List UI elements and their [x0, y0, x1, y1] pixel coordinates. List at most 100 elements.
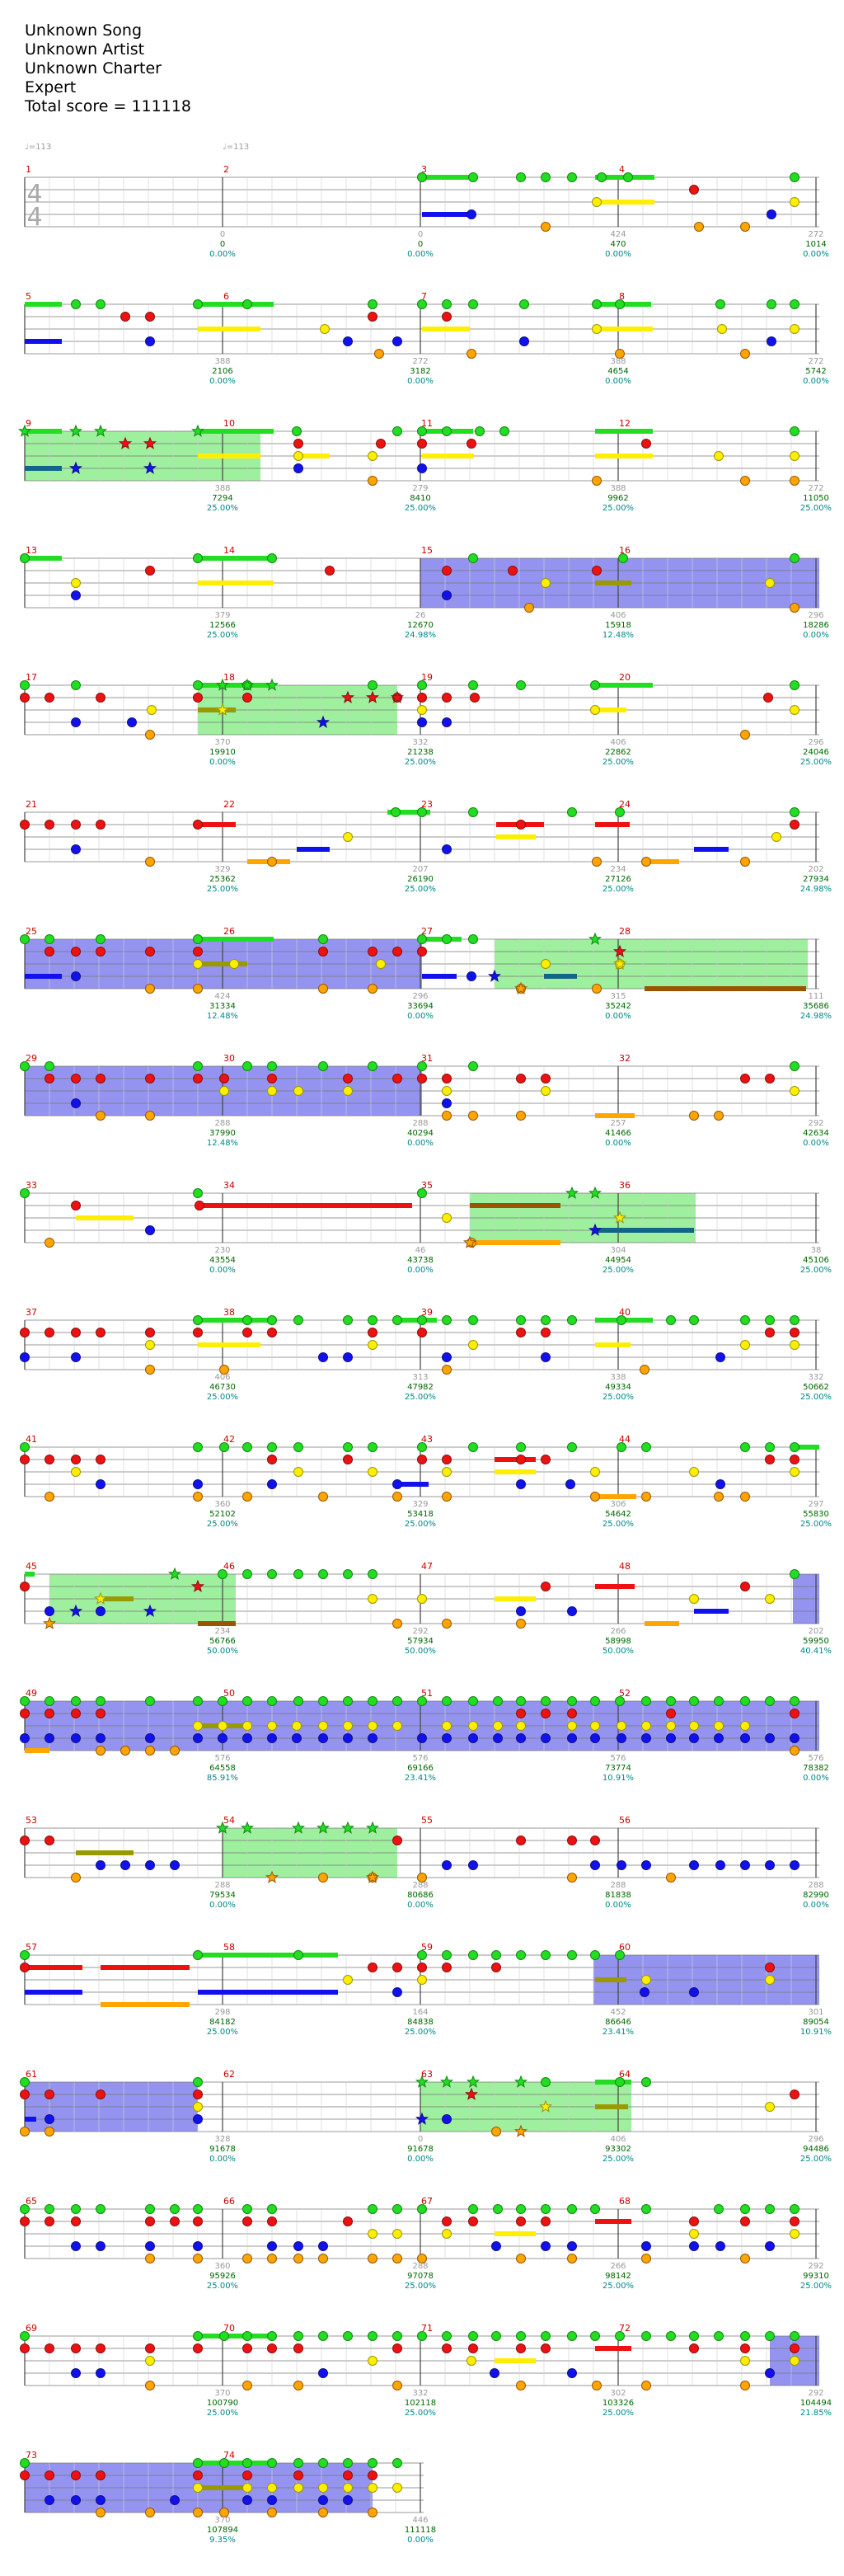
note: [590, 1950, 600, 1960]
note: [293, 2331, 303, 2341]
running-score: 22862: [605, 748, 631, 757]
star-note: [340, 690, 355, 703]
note: [267, 553, 277, 563]
note: [516, 2254, 526, 2263]
measure-number: 2: [223, 164, 229, 175]
sustain-bar: [396, 1482, 429, 1487]
measure-number: 60: [619, 1942, 631, 1953]
running-score: 91678: [209, 2145, 236, 2154]
note-count: 576: [412, 1754, 428, 1763]
sustain-bar: [495, 1457, 536, 1462]
running-score: 97078: [407, 2272, 434, 2281]
note-count: 406: [610, 611, 626, 620]
note-count: 576: [214, 1754, 230, 1763]
running-score: 3182: [410, 367, 430, 376]
note: [714, 1492, 724, 1502]
note: [343, 1086, 353, 1096]
sustain-bar: [198, 937, 274, 942]
note: [368, 451, 377, 461]
note: [493, 1733, 503, 1743]
note: [790, 820, 799, 830]
note: [714, 1111, 724, 1121]
note: [193, 2254, 203, 2263]
note: [442, 1963, 452, 1972]
note: [145, 2381, 155, 2390]
note: [293, 1950, 303, 1960]
note: [765, 1963, 775, 1972]
sustain-bar: [198, 1318, 274, 1323]
measure-number: 25: [26, 926, 37, 937]
note: [368, 984, 377, 994]
note: [20, 2458, 30, 2468]
note: [417, 680, 427, 690]
measure-number: 61: [26, 2069, 37, 2080]
star-note: [365, 1821, 380, 1834]
note: [740, 1315, 750, 1325]
note: [96, 1111, 106, 1121]
note: [790, 1569, 799, 1579]
running-score: 15918: [605, 621, 631, 630]
note: [567, 807, 577, 817]
note: [541, 2204, 551, 2214]
note: [20, 1733, 30, 1743]
sustain-bar: [25, 2117, 36, 2122]
sustain-bar: [198, 822, 236, 827]
star-power-percent: 25.00%: [207, 631, 238, 640]
note: [666, 2331, 676, 2341]
note: [71, 2470, 81, 2480]
measure-number: 52: [619, 1688, 631, 1699]
note: [96, 1074, 106, 1084]
sustain-bar: [25, 1748, 49, 1753]
note: [20, 2216, 30, 2226]
note-count: 306: [610, 1500, 626, 1509]
note: [615, 349, 625, 359]
note: [127, 717, 137, 727]
sustain-bar: [595, 429, 653, 434]
star-power-percent: 0.00%: [803, 250, 829, 259]
note: [71, 1467, 81, 1477]
sustain-bar: [694, 1609, 729, 1614]
star-note: [588, 1223, 603, 1236]
note: [765, 2102, 775, 2112]
sustain-bar: [198, 683, 274, 688]
note-count: 0: [418, 2135, 423, 2144]
note: [392, 336, 402, 346]
note: [641, 1733, 651, 1743]
note: [219, 1074, 229, 1084]
note: [392, 2483, 402, 2493]
note: [790, 299, 799, 309]
note: [318, 2458, 328, 2468]
running-score: 57934: [407, 1637, 434, 1646]
note: [96, 1709, 106, 1718]
star-sustain-bar: [595, 581, 631, 585]
note: [20, 1188, 30, 1198]
star-power-percent: 10.91%: [800, 2028, 832, 2037]
note: [71, 947, 81, 957]
chart-row: [20, 2075, 819, 2137]
note: [468, 2204, 478, 2214]
note: [714, 1721, 724, 1731]
note: [145, 1340, 155, 1350]
note: [292, 1721, 302, 1731]
chart-row: [24, 299, 819, 359]
note: [592, 299, 602, 309]
note: [71, 1201, 81, 1210]
note: [170, 1860, 180, 1870]
note: [740, 730, 750, 740]
note: [392, 2381, 402, 2390]
note-count: 424: [610, 230, 626, 239]
note: [765, 1315, 775, 1325]
note: [45, 1455, 54, 1464]
note: [417, 1074, 427, 1084]
note: [293, 2343, 303, 2353]
sustain-bar: [25, 302, 62, 307]
note: [508, 566, 518, 576]
note-count: 446: [412, 2516, 428, 2525]
note: [516, 1315, 526, 1325]
note: [368, 2470, 377, 2480]
sustain-bar: [198, 2461, 274, 2466]
star-power-percent: 0.00%: [407, 1266, 434, 1275]
star-note: [466, 2075, 481, 2088]
measure-number: 34: [223, 1180, 235, 1191]
note-count: 257: [610, 1119, 626, 1128]
